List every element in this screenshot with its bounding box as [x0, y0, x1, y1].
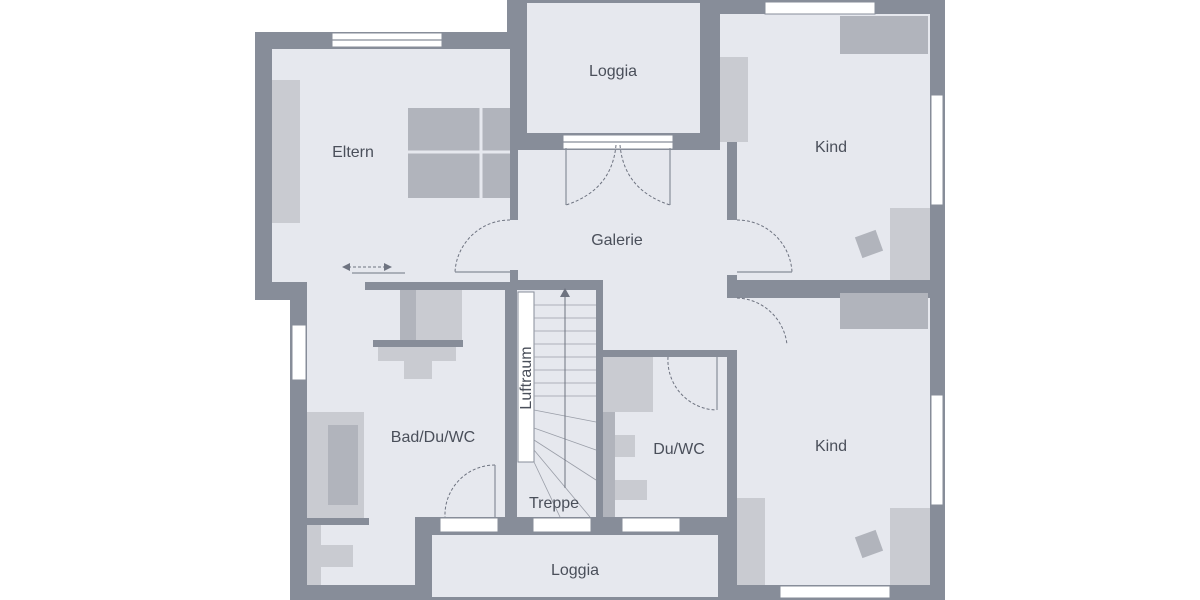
- doors: [342, 144, 793, 518]
- desk: [890, 208, 930, 280]
- label-eltern: Eltern: [332, 144, 374, 161]
- label-du-wc: Du/WC: [653, 441, 705, 458]
- bed-kind-bottom: [840, 293, 928, 329]
- label-loggia-bottom: Loggia: [551, 562, 599, 579]
- stair-direction-arrow-icon: [560, 288, 570, 297]
- stairs: [517, 288, 597, 518]
- room-galerie: [517, 150, 727, 280]
- label-kind-bottom: Kind: [815, 438, 847, 455]
- label-loggia-top: Loggia: [589, 63, 637, 80]
- label-luftraum: Luftraum: [518, 346, 535, 409]
- windows: [291, 1, 944, 599]
- room-loggia-top: [527, 3, 700, 133]
- label-treppe: Treppe: [529, 495, 579, 512]
- shower-du-wc: [603, 357, 653, 412]
- furniture: [272, 16, 930, 585]
- label-kind-top: Kind: [815, 139, 847, 156]
- label-galerie: Galerie: [591, 232, 643, 249]
- label-bad: Bad/Du/WC: [391, 429, 475, 446]
- room-labels: Eltern Loggia Kind Galerie Bad/Du/WC Luf…: [332, 63, 847, 579]
- bed-kind-top: [840, 16, 928, 54]
- wardrobe: [272, 80, 300, 223]
- room-loggia-bottom: [432, 535, 718, 597]
